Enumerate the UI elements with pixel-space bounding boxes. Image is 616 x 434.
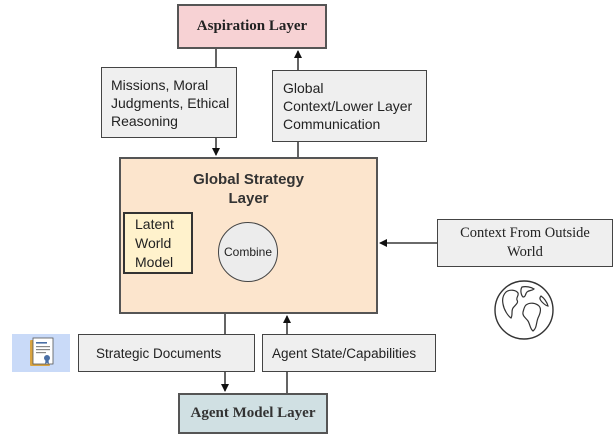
aspiration-layer-box: Aspiration Layer [177, 4, 327, 49]
missions-line-1: Missions, Moral [111, 76, 209, 93]
latent-line-1: Latent [135, 215, 174, 232]
aspiration-layer-label: Aspiration Layer [196, 18, 308, 34]
global-context-line-3: Communication [283, 116, 381, 132]
missions-line-3: Reasoning [111, 112, 178, 129]
agent-model-layer-label: Agent Model Layer [190, 405, 316, 421]
global-strategy-title-line-1: Global Strategy [193, 171, 304, 188]
agent-state-box: Agent State/Capabilities [262, 334, 436, 372]
missions-box: Missions, Moral Judgments, Ethical Reaso… [101, 67, 237, 138]
combine-node: Combine [218, 222, 278, 282]
global-context-line-1: Global [283, 80, 324, 96]
context-outside-line-1: Context From Outside [460, 225, 590, 241]
global-strategy-layer-title: Global Strategy Layer [121, 170, 376, 208]
agent-state-label: Agent State/Capabilities [272, 345, 417, 361]
strategic-documents-label: Strategic Documents [96, 345, 222, 361]
latent-line-2: World [135, 234, 172, 251]
missions-line-2: Judgments, Ethical [111, 94, 230, 111]
document-icon [12, 334, 70, 372]
combine-label: Combine [223, 245, 273, 259]
latent-line-3: Model [135, 253, 174, 270]
globe-icon [494, 280, 554, 340]
context-outside-line-2: World [507, 244, 543, 260]
global-strategy-title-line-2: Layer [228, 190, 269, 207]
agent-model-layer-box: Agent Model Layer [178, 393, 328, 434]
strategic-documents-box: Strategic Documents [78, 334, 255, 372]
global-context-line-2: Context/Lower Layer [283, 98, 413, 114]
latent-world-model-box: Latent World Model [123, 212, 193, 274]
context-outside-world-box: Context From Outside World [437, 219, 613, 267]
global-context-box: Global Context/Lower Layer Communication [272, 70, 427, 142]
